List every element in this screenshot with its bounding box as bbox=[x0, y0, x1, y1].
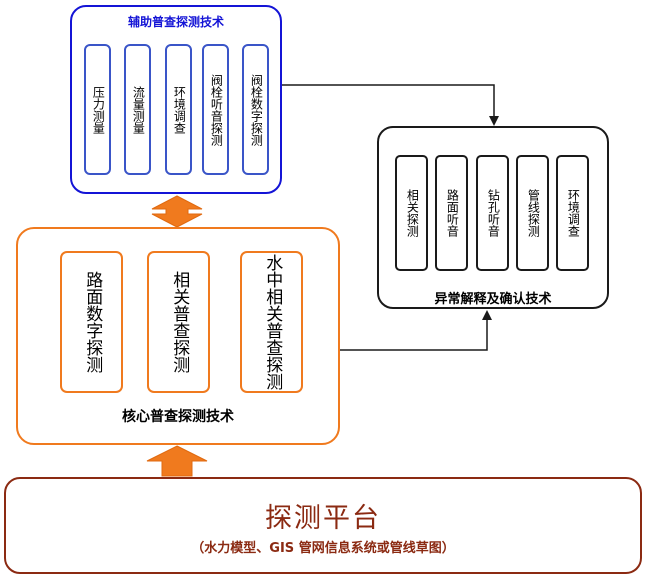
platform-core-up-arrow bbox=[146, 445, 208, 477]
core-item-water-correlation: 水中相关普查探测 bbox=[240, 251, 303, 393]
core-to-anomaly-connector bbox=[340, 310, 492, 351]
aux-item-environment: 环境调查 bbox=[165, 44, 192, 175]
anom-item-road-listening: 路面听音 bbox=[435, 155, 468, 271]
platform-title: 探测平台 bbox=[265, 503, 381, 534]
core-techniques-box: 路面数字探测 相关普查探测 水中相关普查探测 核心普查探测技术 bbox=[16, 227, 340, 445]
aux-item-flow: 流量测量 bbox=[124, 44, 151, 175]
platform-subtitle: （水力模型、GIS 管网信息系统或管线草图） bbox=[191, 541, 455, 556]
anom-item-environment: 环境调查 bbox=[556, 155, 589, 271]
core-item-correlation: 相关普查探测 bbox=[147, 251, 210, 393]
auxiliary-techniques-title: 辅助普查探测技术 bbox=[127, 15, 224, 29]
aux-core-double-arrow bbox=[151, 195, 203, 228]
aux-item-valve-digital: 阀栓数字探测 bbox=[242, 44, 269, 175]
aux-item-pressure: 压力测量 bbox=[84, 44, 111, 175]
anom-item-correlation: 相关探测 bbox=[395, 155, 428, 271]
anom-item-borehole-listening: 钻孔听音 bbox=[476, 155, 509, 271]
anom-item-pipe-detection: 管线探测 bbox=[516, 155, 549, 271]
detection-platform-box: 探测平台 （水力模型、GIS 管网信息系统或管线草图） bbox=[4, 477, 642, 574]
aux-item-valve-listening: 阀栓听音探测 bbox=[202, 44, 229, 175]
anomaly-confirmation-box: 相关探测 路面听音 钻孔听音 管线探测 环境调查 异常解释及确认技术 bbox=[377, 126, 609, 309]
aux-to-anomaly-connector bbox=[282, 84, 499, 126]
anomaly-confirmation-title: 异常解释及确认技术 bbox=[434, 292, 552, 307]
auxiliary-techniques-box: 辅助普查探测技术 压力测量 流量测量 环境调查 阀栓听音探测 阀栓数字探测 bbox=[70, 5, 282, 194]
core-techniques-title: 核心普查探测技术 bbox=[122, 409, 234, 425]
core-item-road-digital: 路面数字探测 bbox=[60, 251, 123, 393]
